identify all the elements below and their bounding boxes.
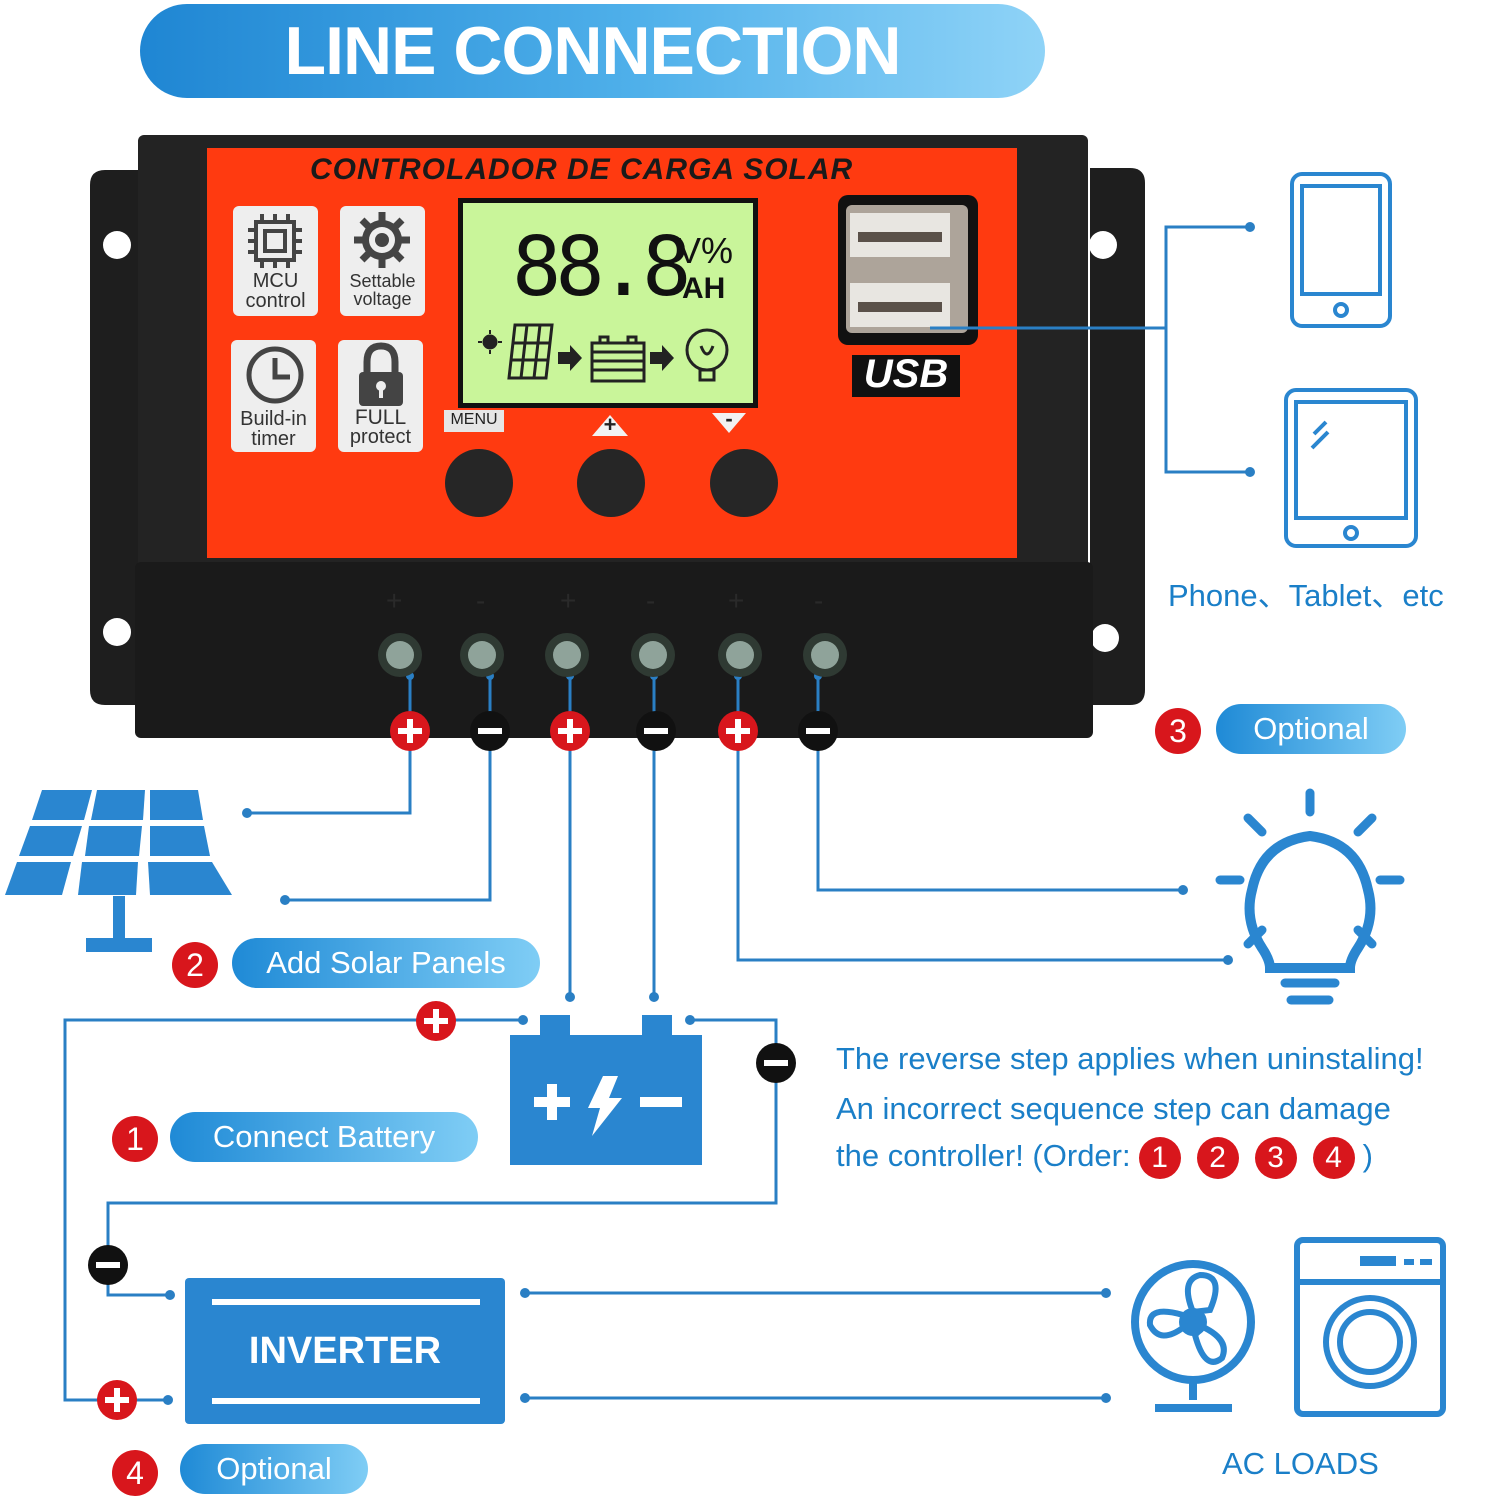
plus-button-label: + [603, 412, 617, 437]
light-bulb-icon [1215, 788, 1405, 1005]
inverter-icon [185, 1278, 505, 1424]
step-4-label: Optional [180, 1444, 368, 1494]
terminal-label-load-negative: - [814, 585, 824, 616]
feature-protect-label-1: FULL [354, 406, 407, 429]
lock-icon [359, 342, 403, 406]
washing-machine-icon [1294, 1237, 1446, 1417]
lcd-reading: 88.8 [512, 220, 692, 315]
menu-button-label: MENU [450, 411, 498, 428]
chip-icon [248, 214, 302, 268]
charge-controller [90, 135, 1145, 738]
devices-label: Phone、Tablet、etc [1168, 578, 1444, 613]
inverter-label: INVERTER [248, 1330, 442, 1372]
clock-icon [246, 346, 304, 404]
order-step-1: 1 [1138, 1137, 1181, 1179]
terminal-screws [378, 633, 847, 677]
feature-mcu-label-2: control [245, 290, 306, 312]
page-title: LINE CONNECTION [284, 13, 902, 89]
terminal-label-pv-positive: + [386, 585, 403, 616]
step-4-number: 4 [112, 1450, 158, 1496]
terminal-label-batt-positive: + [560, 585, 577, 616]
usb-label: USB [863, 352, 949, 396]
menu-button[interactable] [445, 449, 513, 517]
step-1-number: 1 [112, 1116, 158, 1162]
minus-button[interactable] [710, 449, 778, 517]
battery-polarity-badges [88, 1001, 796, 1420]
note-line-2: An incorrect sequence step can damage [836, 1091, 1391, 1126]
fan-icon [1131, 1260, 1255, 1412]
phone-icon [1290, 172, 1392, 328]
step-2-label: Add Solar Panels [232, 938, 540, 988]
note-line-3-prefix: the controller! (Order: [836, 1138, 1131, 1174]
lcd-icons [478, 323, 729, 383]
feature-mcu-label-1: MCU [252, 270, 299, 292]
note-line-3-suffix: ) [1362, 1138, 1373, 1174]
controller-brand-text: CONTROLADOR DE CARGA SOLAR [310, 153, 854, 186]
feature-voltage-label-1: Settable [349, 271, 416, 291]
feature-timer-label-1: Build-in [240, 408, 307, 430]
feature-protect-label-2: protect [349, 426, 412, 448]
battery-icon [510, 1015, 702, 1165]
title-banner [140, 4, 1045, 98]
feature-voltage-label-2: voltage [353, 289, 412, 309]
terminal-polarity-badges [390, 711, 838, 751]
terminal-label-pv-negative: - [476, 585, 486, 616]
order-step-3: 3 [1254, 1137, 1297, 1179]
usb-label-bg [852, 355, 960, 397]
wire-endpoints [163, 222, 1255, 1405]
order-step-4: 4 [1312, 1137, 1355, 1179]
terminal-block [135, 562, 1093, 738]
plus-button[interactable] [577, 449, 645, 517]
ac-loads-label: AC LOADS [1222, 1446, 1379, 1481]
tablet-icon [1284, 388, 1418, 548]
terminal-label-load-positive: + [728, 585, 745, 616]
lcd-unit-bottom: AH [682, 272, 726, 305]
minus-button-label: - [725, 406, 733, 431]
terminal-label-batt-negative: - [646, 585, 656, 616]
note-line-1: The reverse step applies when uninstalin… [836, 1041, 1424, 1076]
order-step-2: 2 [1196, 1137, 1239, 1179]
lcd-unit-top: V% [677, 230, 734, 271]
gear-icon [354, 212, 410, 268]
solar-panel-icon [5, 790, 232, 952]
step-2-number: 2 [172, 942, 218, 988]
step-3-number: 3 [1155, 708, 1201, 754]
step-3-label: Optional [1216, 704, 1406, 754]
step-1-label: Connect Battery [170, 1112, 478, 1162]
feature-timer-label-2: timer [251, 428, 296, 450]
